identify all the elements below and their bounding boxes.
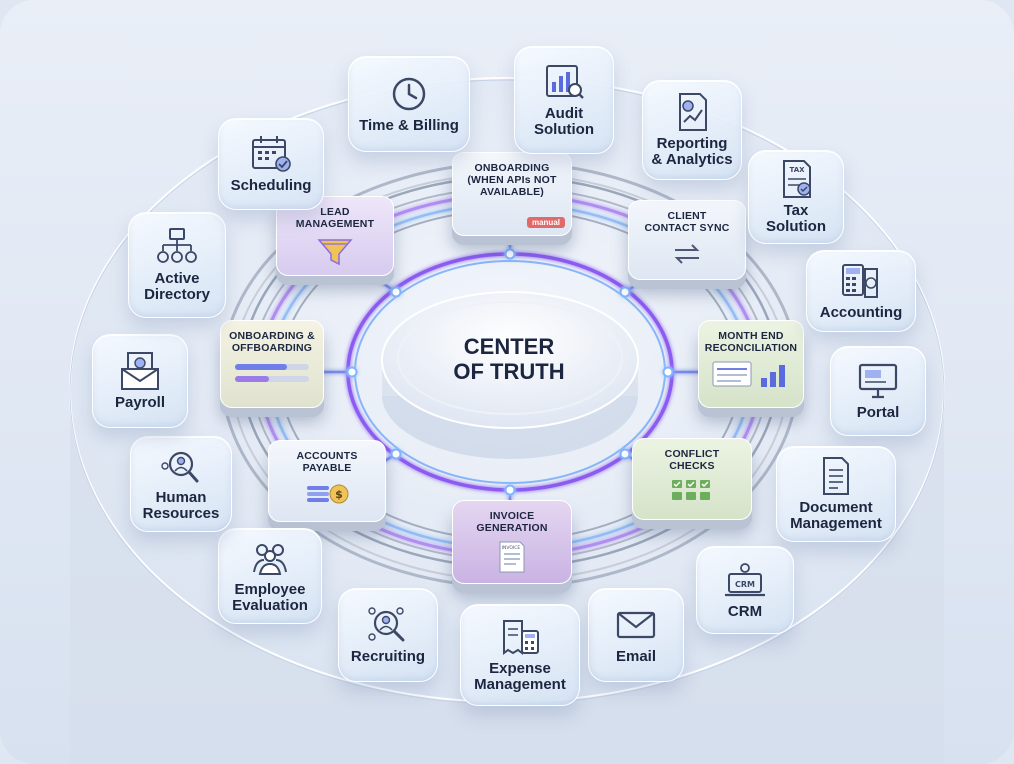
tile-accounting[interactable]: Accounting [806,250,916,332]
tile-crm[interactable]: CRM CRM [696,546,794,634]
tile-employee-evaluation-label: Employee Evaluation [232,581,308,614]
tile-time-billing[interactable]: Time & Billing [348,56,470,152]
module-accounts-payable[interactable]: ACCOUNTS PAYABLE $ [268,440,386,522]
crm-icon-text: CRM [735,580,755,589]
sync-arrows-icon [674,244,700,264]
module-onboarding-offboarding-label: ONBOARDING & OFFBOARDING [229,330,315,354]
tax-icon-text: TAX [789,166,805,174]
tile-expense-management-label: Expense Management [474,660,566,693]
funnel-icon [317,239,353,266]
crm-laptop-icon: CRM [725,563,765,597]
tile-reporting-analytics-label: Reporting & Analytics [651,135,733,168]
tile-tax-solution-label: Tax Solution [766,202,826,235]
tile-portal[interactable]: Portal [830,346,926,436]
module-conflict-checks-label: CONFLICT CHECKS [664,448,720,472]
module-invoice-generation[interactable]: INVOICE GENERATION INVOICE [452,500,572,584]
tile-email-label: Email [615,648,657,665]
calculator-icon [842,264,878,298]
tile-human-resources[interactable]: Human Resources [130,436,232,532]
module-month-end-reconciliation-label: MONTH END RECONCILIATION [704,330,798,354]
invoice-document-icon: INVOICE [499,541,525,573]
tile-active-directory[interactable]: Active Directory [128,212,226,318]
module-conflict-checks[interactable]: CONFLICT CHECKS [632,438,752,520]
module-invoice-generation-label: INVOICE GENERATION [476,510,548,534]
module-accounts-payable-label: ACCOUNTS PAYABLE [296,450,358,474]
directory-tree-icon [157,228,197,263]
audit-chart-icon [546,65,584,99]
progress-bars-icon [235,364,309,382]
tile-time-billing-label: Time & Billing [359,117,459,134]
report-icon [679,93,707,131]
people-group-icon [253,544,287,575]
tile-employee-evaluation[interactable]: Employee Evaluation [218,528,322,624]
module-onboarding-offboarding[interactable]: ONBOARDING & OFFBOARDING [220,320,324,408]
tile-scheduling-label: Scheduling [230,177,312,194]
module-client-contact-sync-label: CLIENT CONTACT SYNC [644,210,730,234]
monitor-icon [858,363,898,399]
checklist-grid-icon [672,480,710,500]
tile-email[interactable]: Email [588,588,684,682]
tile-recruiting[interactable]: Recruiting [338,588,438,682]
tile-accounting-label: Accounting [819,304,903,321]
center-of-truth-title: CENTER OF TRUTH [453,334,565,384]
tax-document-icon: TAX [783,160,811,198]
tile-portal-label: Portal [856,404,900,421]
ledger-bars-icon [712,361,785,387]
module-onboarding-apis-label: ONBOARDING (WHEN APIs NOT AVAILABLE) [467,162,557,198]
tile-active-directory-label: Active Directory [144,270,210,303]
tile-crm-label: CRM [727,603,763,620]
coin-stack-icon: $ [307,484,349,504]
calendar-check-icon [252,136,291,172]
envelope-icon [616,611,656,639]
tile-document-management[interactable]: Document Management [776,446,896,542]
module-lead-management-label: LEAD MANAGEMENT [295,206,375,230]
svg-text:$: $ [335,488,343,501]
tile-audit-solution-label: Audit Solution [534,105,594,138]
payroll-envelope-icon [121,352,159,390]
recruit-search-icon [368,607,405,642]
receipt-calculator-icon [503,620,539,655]
tile-tax-solution[interactable]: TAX Tax Solution [748,150,844,244]
tile-recruiting-label: Recruiting [350,648,426,665]
tile-scheduling[interactable]: Scheduling [218,118,324,210]
tile-payroll[interactable]: Payroll [92,334,188,428]
manual-badge: manual [526,217,565,228]
clock-icon [392,77,426,111]
module-onboarding-apis[interactable]: ONBOARDING (WHEN APIs NOT AVAILABLE) man… [452,152,572,236]
module-month-end-reconciliation[interactable]: MONTH END RECONCILIATION [698,320,804,408]
tile-payroll-label: Payroll [114,394,166,411]
tile-reporting-analytics[interactable]: Reporting & Analytics [642,80,742,180]
module-client-contact-sync[interactable]: CLIENT CONTACT SYNC [628,200,746,280]
tile-audit-solution[interactable]: Audit Solution [514,46,614,154]
tile-human-resources-label: Human Resources [142,489,220,522]
tile-expense-management[interactable]: Expense Management [460,604,580,706]
tile-document-management-label: Document Management [790,499,882,532]
document-icon [823,457,849,495]
hr-search-icon [161,451,199,483]
invoice-doc-text: INVOICE [502,545,521,551]
